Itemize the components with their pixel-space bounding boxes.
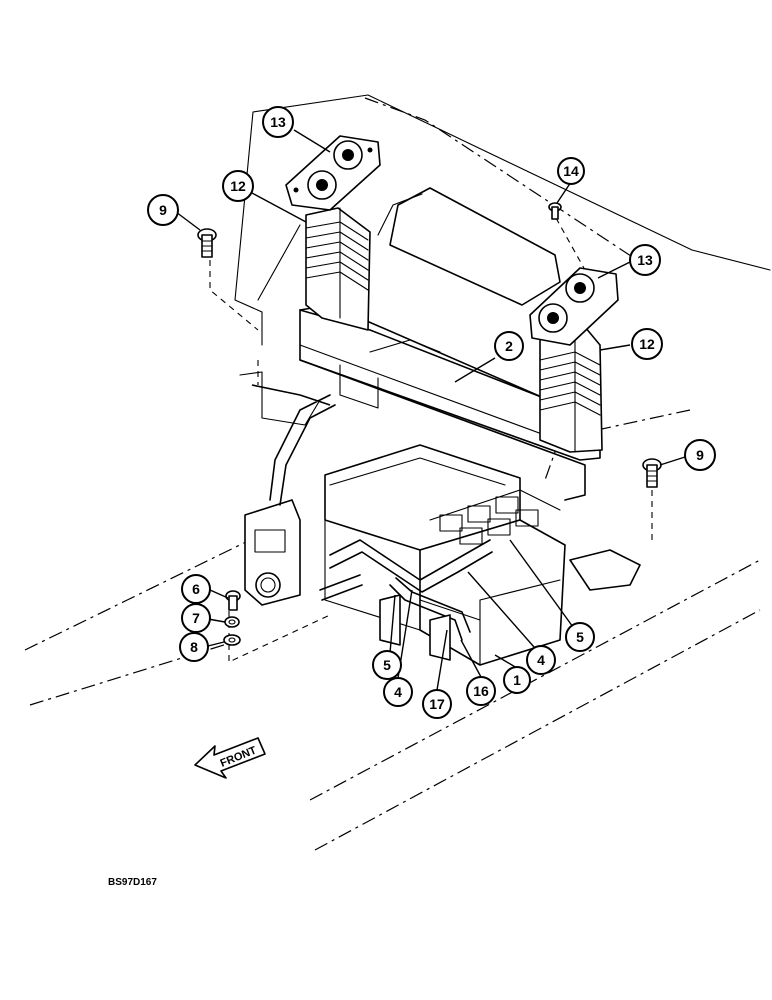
svg-text:13: 13 (270, 114, 286, 130)
svg-text:17: 17 (429, 696, 445, 712)
callout-5-right: 5 (565, 622, 595, 652)
svg-text:1: 1 (513, 672, 521, 688)
bolt-6 (225, 590, 241, 611)
svg-text:4: 4 (537, 652, 545, 668)
svg-text:12: 12 (639, 336, 655, 352)
callout-17: 17 (422, 689, 452, 719)
callout-9-right: 9 (684, 439, 716, 471)
heater-unit (244, 384, 641, 666)
screw-14 (548, 202, 562, 220)
callout-12-right: 12 (631, 328, 663, 360)
svg-text:9: 9 (159, 202, 167, 218)
callout-4-right: 4 (526, 645, 556, 675)
callout-13-left: 13 (262, 106, 294, 138)
callout-12-left: 12 (222, 170, 254, 202)
bolt-9-right (642, 458, 662, 488)
drawing-code: BS97D167 (108, 877, 157, 888)
svg-text:5: 5 (576, 629, 584, 645)
callout-16: 16 (466, 676, 496, 706)
cab-window-panel (257, 187, 561, 306)
callout-1: 1 (503, 666, 531, 694)
svg-text:2: 2 (505, 338, 513, 354)
callout-14: 14 (557, 157, 585, 185)
right-bellows-column (529, 267, 619, 453)
leader-lines (175, 129, 686, 691)
callout-6: 6 (181, 574, 211, 604)
callout-13-right: 13 (629, 244, 661, 276)
washer-8 (223, 634, 241, 646)
callout-7: 7 (181, 603, 211, 633)
bolt-9-left (197, 228, 217, 258)
svg-text:7: 7 (192, 610, 200, 626)
svg-text:16: 16 (473, 683, 489, 699)
callout-9-left: 9 (147, 194, 179, 226)
svg-text:12: 12 (230, 178, 246, 194)
svg-text:5: 5 (383, 657, 391, 673)
front-arrow: FRONT (194, 737, 266, 779)
svg-text:14: 14 (563, 163, 579, 179)
callout-2: 2 (494, 331, 524, 361)
svg-text:9: 9 (696, 447, 704, 463)
nut-7 (224, 616, 240, 628)
svg-text:8: 8 (190, 639, 198, 655)
callout-5-left: 5 (372, 650, 402, 680)
svg-text:6: 6 (192, 581, 200, 597)
svg-text:13: 13 (637, 252, 653, 268)
callout-8: 8 (179, 632, 209, 662)
callout-4-left: 4 (383, 677, 413, 707)
left-bellows-column (285, 135, 381, 331)
svg-text:4: 4 (394, 684, 402, 700)
